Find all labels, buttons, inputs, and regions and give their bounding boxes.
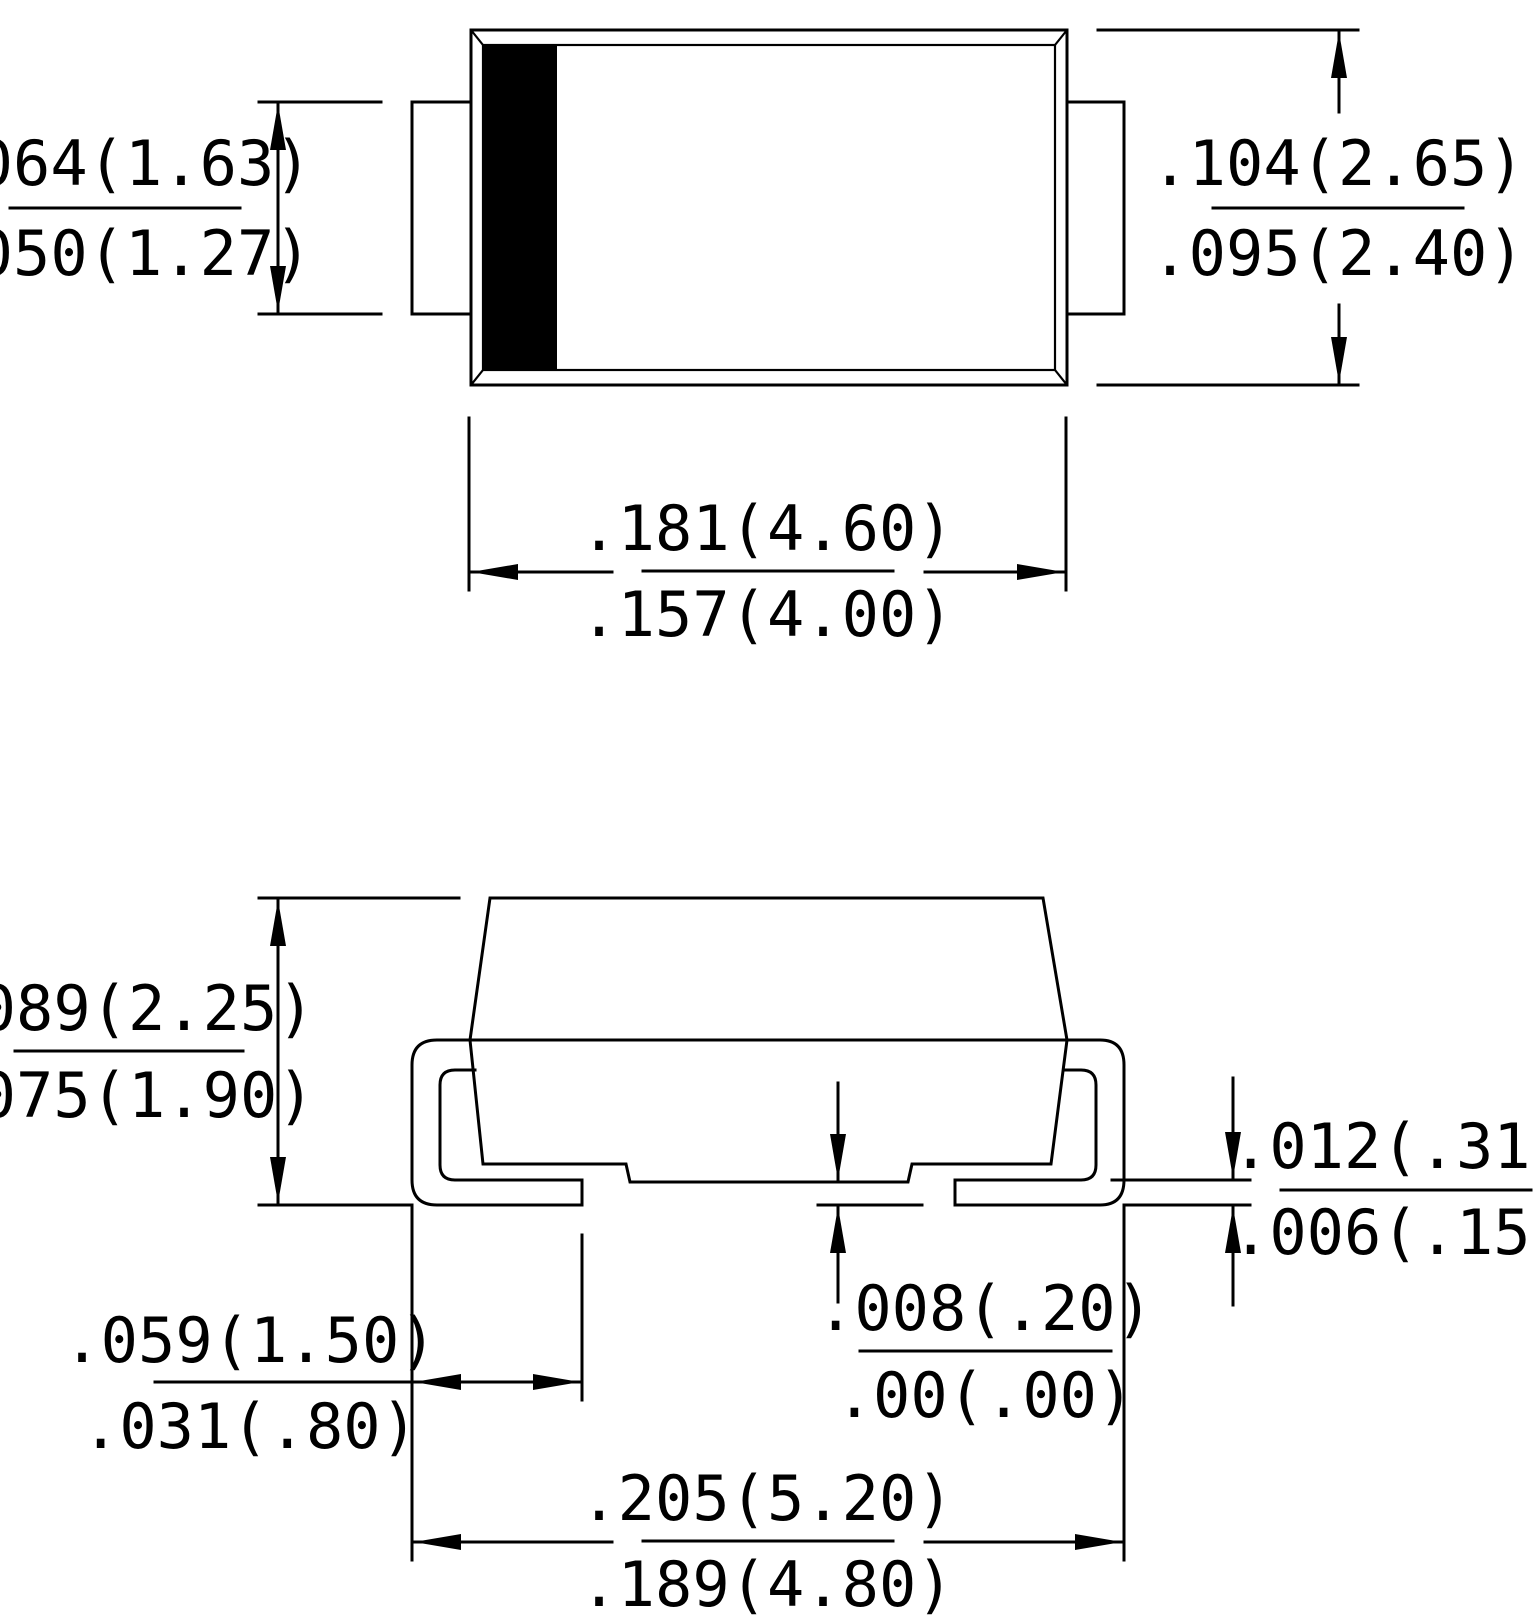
standoff-max-label: .008(.20) [817, 1272, 1153, 1345]
lead-thickness-min-label: .006(.15) [1232, 1196, 1536, 1269]
lead-height-min-label: .050(1.27) [0, 217, 312, 290]
body-length-max-label: .181(4.60) [580, 492, 953, 565]
lead-length-max-label: .059(1.50) [63, 1304, 436, 1377]
top-right-lead [1065, 100, 1126, 316]
lead-length-min-label: .031(.80) [82, 1390, 418, 1463]
standoff-min-label: .00(.00) [836, 1359, 1135, 1432]
side-right-lead [953, 1038, 1126, 1207]
overall-length-min-label: .189(4.80) [580, 1548, 953, 1621]
arrow-head [270, 900, 286, 946]
total-height-max-label: .089(2.25) [0, 972, 315, 1045]
cathode-band [483, 45, 557, 370]
arrow-head [1225, 1132, 1241, 1178]
arrow-head [270, 1157, 286, 1203]
arrow-head [414, 1374, 461, 1390]
body-height-max-label: .104(2.65) [1151, 127, 1524, 200]
arrow-head [1331, 337, 1347, 383]
arrow-head [830, 1134, 846, 1180]
arrow-head [471, 564, 518, 580]
arrow-head [1225, 1207, 1241, 1253]
side-left-lead [410, 1038, 584, 1207]
bevel-line [1054, 369, 1068, 386]
lead-height-max-label: .064(1.63) [0, 127, 312, 200]
side-body-top [468, 896, 1069, 1042]
bevel-line [470, 29, 484, 46]
overall-length-max-label: .205(5.20) [580, 1462, 953, 1535]
arrow-head [270, 266, 286, 312]
top-left-lead [410, 100, 473, 316]
top-body-inner [481, 43, 1057, 372]
side-view: .089(2.25) .075(1.90) .012(.31) .006(.15… [0, 896, 1536, 1621]
side-body-bottom [468, 1038, 1069, 1184]
lead-thickness-max-label: .012(.31) [1232, 1110, 1536, 1183]
arrow-head [533, 1374, 580, 1390]
top-body-outer [469, 28, 1069, 387]
body-length-min-label: .157(4.00) [580, 578, 953, 651]
arrow-head [1331, 32, 1347, 78]
arrow-head [270, 104, 286, 150]
total-height-min-label: .075(1.90) [0, 1059, 315, 1132]
arrow-head [414, 1534, 461, 1550]
body-height-min-label: .095(2.40) [1151, 217, 1524, 290]
top-view: .064(1.63) .050(1.27) .104(2.65) .095(2.… [0, 28, 1525, 651]
arrow-head [830, 1207, 846, 1253]
arrow-head [1075, 1534, 1122, 1550]
arrow-head [1017, 564, 1064, 580]
bevel-line [1054, 29, 1068, 46]
bevel-line [470, 369, 484, 386]
